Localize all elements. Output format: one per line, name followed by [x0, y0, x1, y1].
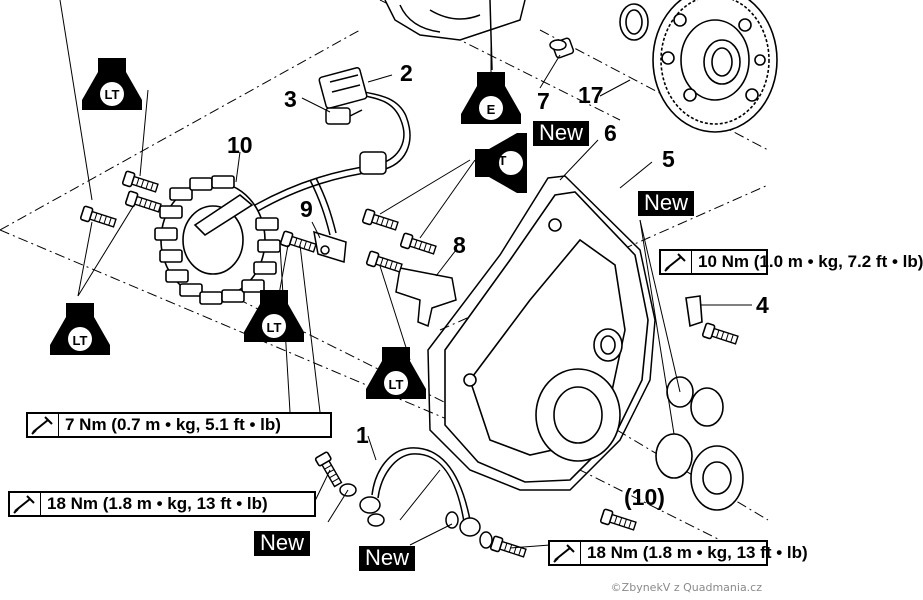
- oil-delivery-pipe: [339, 447, 493, 549]
- torque-wrench-icon: [664, 251, 692, 273]
- e-badge: E: [461, 72, 521, 124]
- callout-1: 1: [356, 422, 369, 448]
- lt-text: LT: [73, 333, 88, 348]
- new-badge-oring: New: [638, 191, 695, 216]
- wire-harness: [254, 91, 411, 236]
- torque-spec-18nm-right: 18 Nm (1.8 m • kg, 13 ft • lb): [548, 540, 808, 566]
- callout-8: 8: [453, 232, 466, 258]
- generator-cover: [444, 191, 649, 483]
- torque-wrench-icon: [553, 542, 581, 564]
- lt-badge-3: LT: [50, 303, 110, 355]
- new-badge-washer-right: New: [359, 546, 416, 571]
- leader-lines: [59, 0, 752, 549]
- torque-spec-10nm: 10 Nm (1.0 m • kg, 7.2 ft • lb): [659, 249, 923, 275]
- new-badge-washer-left: New: [254, 531, 311, 556]
- torque-wrench-icon: [13, 493, 41, 515]
- callout-3: 3: [284, 86, 297, 112]
- stator-coil: [154, 175, 281, 305]
- torque-wrench-icon: [31, 414, 59, 436]
- torque-spec-18nm-left: 18 Nm (1.8 m • kg, 13 ft • lb): [8, 491, 316, 517]
- plugs-and-orings: [655, 295, 744, 511]
- callout-10: 10: [227, 132, 253, 158]
- starter-gear: [619, 0, 778, 133]
- callout-4: 4: [756, 292, 769, 318]
- callout-17: 17: [578, 82, 604, 108]
- lt-badge-4: LT: [244, 290, 304, 342]
- callout-2: 2: [400, 60, 413, 86]
- exploded-parts-diagram: LT LT LT LT LT E: [0, 0, 778, 561]
- lt-badge-1: LT: [82, 58, 142, 110]
- torque-value: 18 Nm (1.8 m • kg, 13 ft • lb): [47, 494, 268, 513]
- lt-text: LT: [492, 153, 507, 168]
- coupler-3: [325, 107, 363, 125]
- torque-value: 7 Nm (0.7 m • kg, 5.1 ft • lb): [65, 415, 281, 434]
- torque-value: 10 Nm (1.0 m • kg, 7.2 ft • lb): [698, 252, 923, 271]
- e-text: E: [487, 102, 496, 117]
- callout-10-parenthesized: (10): [624, 484, 665, 510]
- lt-text: LT: [267, 320, 282, 335]
- torque-value: 18 Nm (1.8 m • kg, 13 ft • lb): [587, 543, 808, 562]
- callout-6: 6: [604, 120, 617, 146]
- torque-spec-7nm: 7 Nm (0.7 m • kg, 5.1 ft • lb): [26, 412, 332, 438]
- lead-clamp: [313, 230, 347, 263]
- watermark: ©ZbynekV z Quadmania.cz: [610, 581, 762, 594]
- lt-badge-2: LT: [475, 133, 527, 193]
- lt-text: LT: [105, 87, 120, 102]
- callout-9: 9: [300, 196, 313, 222]
- dowel-pin: [549, 37, 575, 59]
- callout-7: 7: [537, 88, 550, 114]
- callout-5: 5: [662, 146, 675, 172]
- lt-badge-5: LT: [366, 347, 426, 399]
- lt-text: LT: [389, 377, 404, 392]
- new-badge-gasket: New: [533, 121, 590, 146]
- gasket: [427, 175, 656, 491]
- coupler-2: [318, 67, 368, 109]
- lead-holder: [395, 267, 457, 328]
- crankcase-fragment: [384, 0, 526, 71]
